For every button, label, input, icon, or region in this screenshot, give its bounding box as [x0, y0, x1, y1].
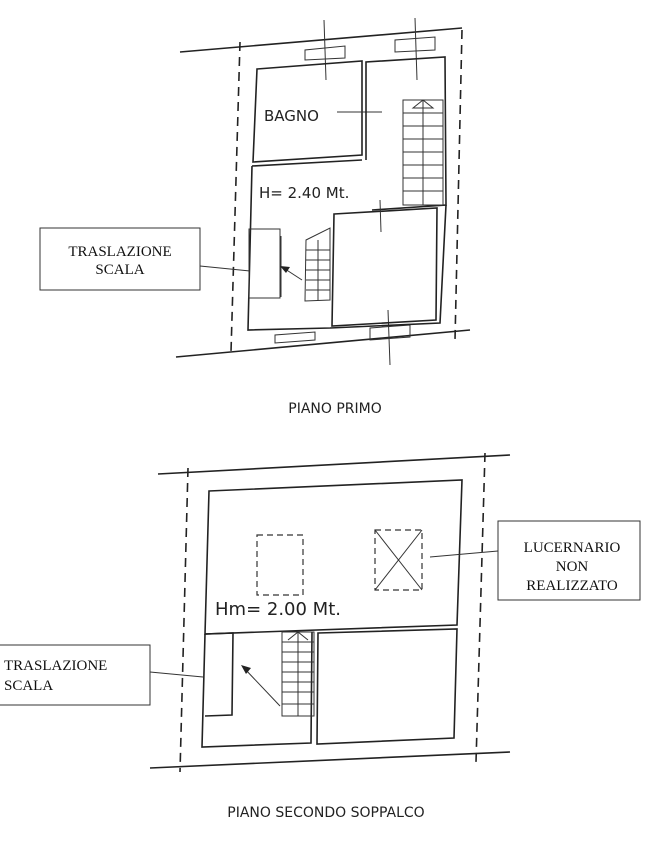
room-bagno [252, 60, 363, 163]
callout-box [39, 227, 201, 291]
callout-leader [429, 550, 499, 558]
callout-leader [199, 265, 251, 272]
skylight-existing [256, 534, 304, 596]
height-label: H= 2.40 Mt. [259, 184, 349, 202]
callout-box-stair [0, 644, 151, 706]
plan-primo: BAGNO H= 2.40 Mt. TRASLAZIONE SCALA PIAN… [39, 17, 471, 417]
room-lower-right [331, 207, 438, 327]
callout-box-skylight [497, 520, 641, 601]
cross-mark-icon [374, 529, 423, 591]
wall-opening [394, 36, 436, 53]
callout-line: TRASLAZIONE [4, 658, 107, 674]
boundary-bottom [149, 751, 511, 769]
staircase-translated [304, 227, 331, 302]
arrowhead-icon [241, 665, 251, 674]
callout-line: SCALA [4, 678, 53, 694]
callout-line: LUCERNARIO [524, 540, 621, 556]
callout-line: REALIZZATO [526, 578, 618, 594]
staircase [281, 631, 315, 717]
boundary-bottom [175, 329, 471, 358]
plan-secondo: Hm= 2.00 Mt. LUCERNARIO NON REALIZZATO T… [0, 452, 641, 821]
room-stair-area [201, 631, 313, 748]
arrow-translation [243, 667, 281, 707]
room-soppalco [204, 479, 463, 635]
callout-line: SCALA [95, 262, 144, 278]
plan-title: PIANO SECONDO SOPPALCO [227, 805, 424, 821]
axis-left [230, 41, 241, 353]
callout-leader [149, 671, 204, 678]
room-label-bagno: BAGNO [264, 107, 319, 125]
axis-tick [387, 309, 391, 366]
axis-tick [323, 19, 327, 81]
callout-line: TRASLAZIONE [68, 244, 171, 260]
wall-opening [304, 45, 346, 61]
height-label: Hm= 2.00 Mt. [215, 599, 341, 620]
arrowhead-icon [280, 266, 290, 273]
callout-line: NON [556, 559, 589, 575]
axis-left [179, 467, 189, 773]
wall-opening [369, 324, 411, 341]
plan-title: PIANO PRIMO [288, 401, 382, 417]
original-stair-position [248, 228, 281, 299]
axis-right [454, 29, 463, 341]
staircase [402, 99, 444, 206]
axis-tick [414, 17, 418, 81]
axis-tick [379, 199, 382, 233]
outer-walls [247, 159, 447, 331]
boundary-top [157, 454, 511, 475]
room-lower-right [316, 628, 458, 745]
original-stair-position [204, 632, 234, 717]
skylight-not-built [374, 529, 423, 591]
axis-right [475, 452, 486, 763]
wall-opening [274, 331, 316, 344]
room-upper-right [365, 56, 447, 211]
